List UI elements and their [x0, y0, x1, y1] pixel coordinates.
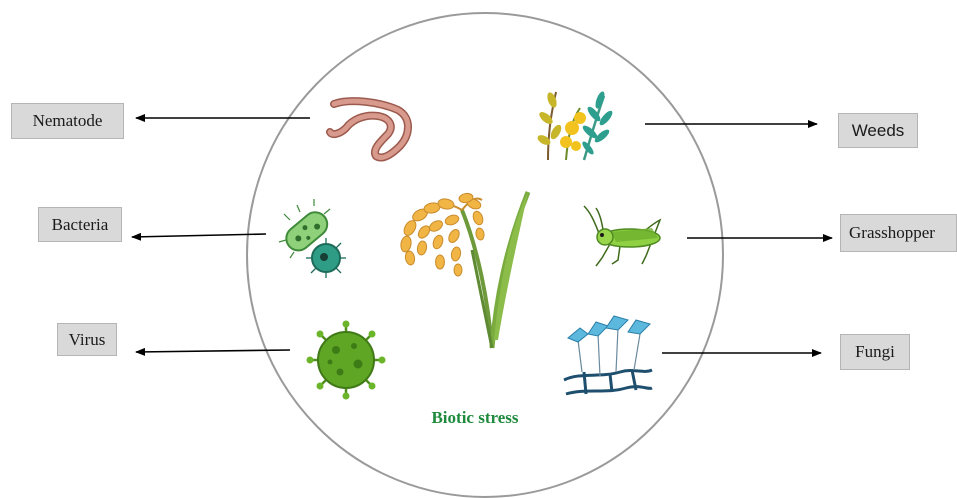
label-fungi: Fungi	[840, 334, 910, 370]
label-bacteria: Bacteria	[38, 207, 122, 242]
bacteria-icon	[268, 199, 364, 292]
label-grasshopper: Grasshopper	[840, 214, 957, 252]
label-grasshopper-text: Grasshopper	[849, 223, 935, 243]
label-fungi-text: Fungi	[855, 342, 895, 362]
label-weeds: Weeds	[838, 113, 918, 148]
label-virus: Virus	[57, 323, 117, 356]
label-bacteria-text: Bacteria	[52, 215, 109, 235]
label-nematode: Nematode	[11, 103, 124, 139]
arrow-to-bacteria	[132, 234, 266, 237]
center-title: Biotic stress	[395, 408, 555, 428]
label-virus-text: Virus	[69, 330, 106, 350]
label-nematode-text: Nematode	[33, 111, 103, 131]
fungi-icon	[562, 316, 654, 400]
virus-icon	[307, 321, 386, 400]
label-weeds-text: Weeds	[852, 121, 905, 141]
